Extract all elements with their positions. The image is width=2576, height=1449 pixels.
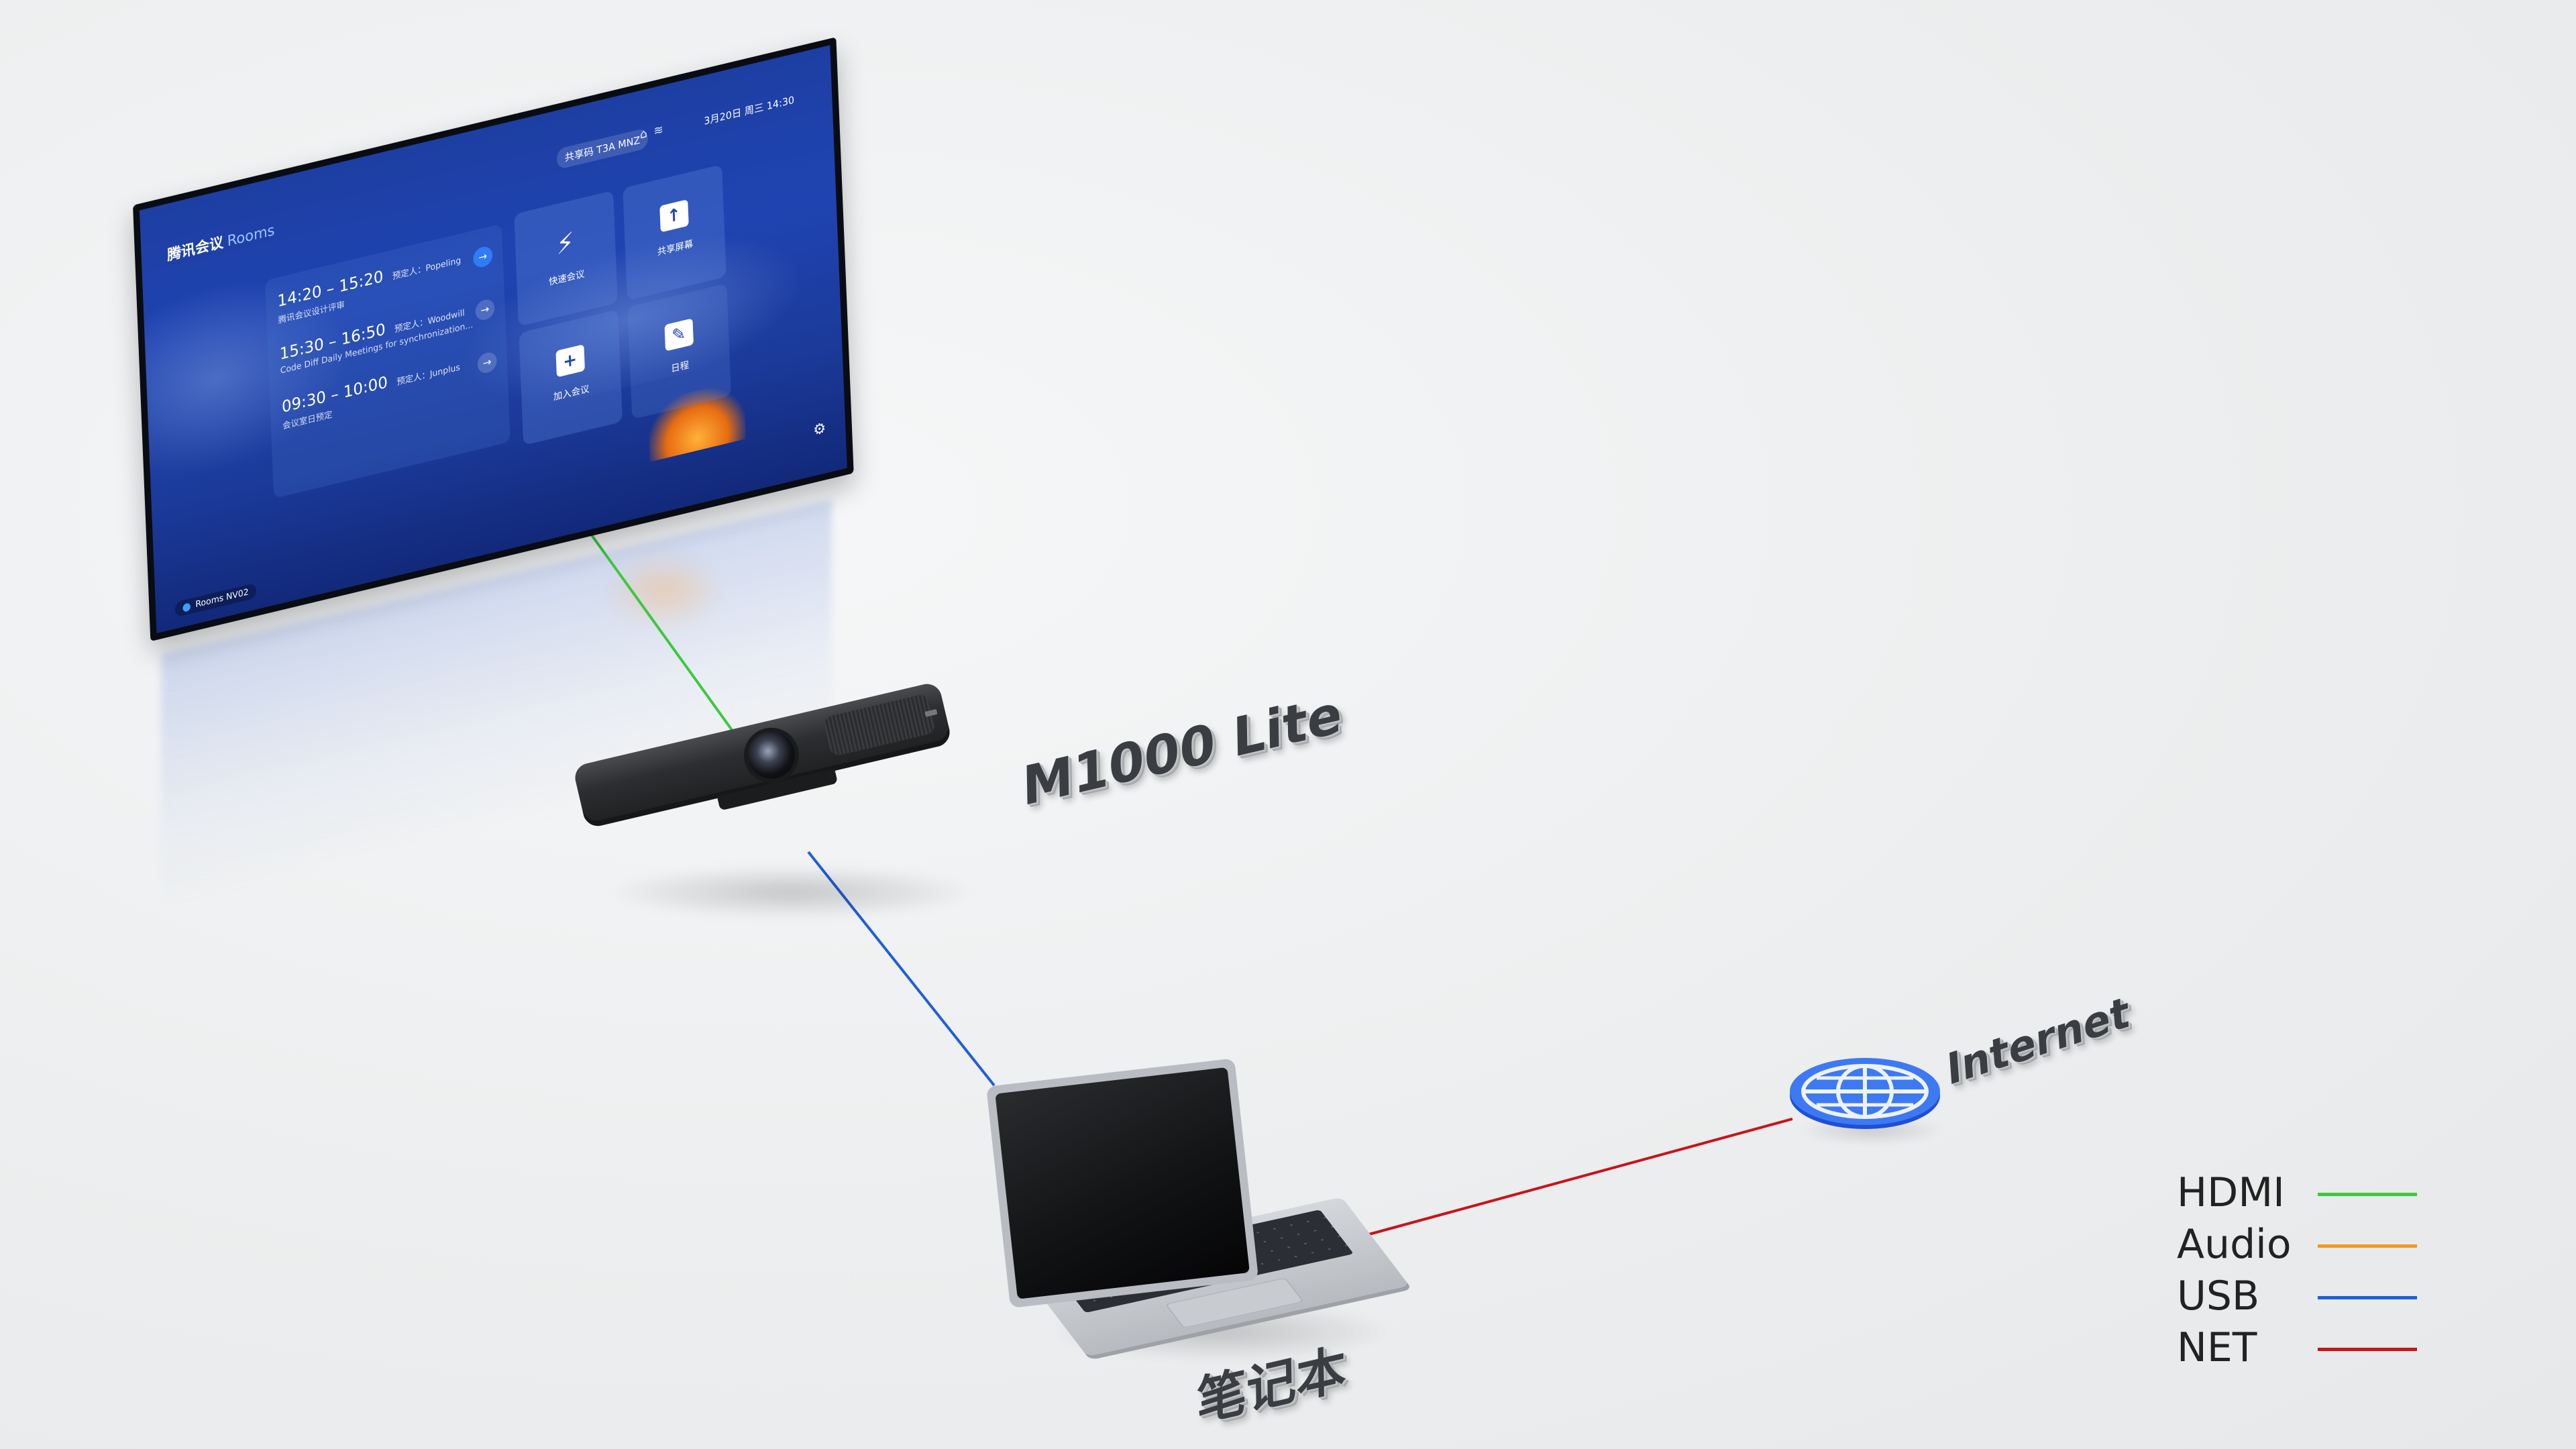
gear-icon[interactable]: ⚙ — [812, 419, 826, 439]
laptop-screen — [986, 1058, 1259, 1308]
net-cable — [1314, 1118, 1793, 1250]
tv-device-name: Rooms NV02 — [174, 582, 257, 618]
legend-row-hdmi: HDMI — [2177, 1167, 2418, 1219]
tile-label: 加入会议 — [553, 383, 590, 403]
device-name-text: Rooms NV02 — [195, 587, 249, 610]
calendar-icon: ✎ — [663, 318, 694, 352]
legend-row-net: NET — [2177, 1322, 2418, 1374]
tile-label: 共享屏幕 — [657, 238, 694, 258]
cable-legend: HDMI Audio USB NET — [2177, 1167, 2418, 1374]
tv-reflection-glow — [604, 550, 724, 631]
legend-swatch — [2318, 1193, 2417, 1196]
arrow-right-icon[interactable]: → — [477, 350, 498, 375]
join-meeting-tile[interactable]: + 加入会议 — [519, 309, 623, 445]
quick-meeting-tile[interactable]: ⚡ 快速会议 — [514, 190, 618, 327]
legend-swatch — [2318, 1348, 2417, 1351]
chat-add-icon: + — [555, 344, 585, 378]
legend-label: NET — [2177, 1324, 2257, 1371]
tile-label: 日程 — [671, 360, 690, 375]
share-screen-icon: ↑ — [659, 199, 689, 233]
legend-label: USB — [2177, 1273, 2260, 1320]
legend-swatch — [2318, 1244, 2417, 1248]
arrow-right-icon[interactable]: → — [472, 244, 493, 270]
arrow-right-icon[interactable]: → — [475, 297, 495, 323]
schedule-tile[interactable]: ✎ 日程 — [627, 283, 731, 420]
usb-cable — [807, 851, 996, 1087]
bar-shadow — [604, 865, 979, 919]
laptop-display — [995, 1067, 1250, 1299]
legend-swatch — [2318, 1296, 2417, 1299]
legend-label: HDMI — [2177, 1169, 2285, 1216]
status-dot — [182, 602, 191, 612]
share-screen-tile[interactable]: ↑ 共享屏幕 — [623, 164, 727, 301]
legend-row-usb: USB — [2177, 1271, 2418, 1322]
globe-icon — [1790, 1058, 1940, 1129]
legend-row-audio: Audio — [2177, 1219, 2418, 1271]
legend-label: Audio — [2177, 1221, 2292, 1268]
